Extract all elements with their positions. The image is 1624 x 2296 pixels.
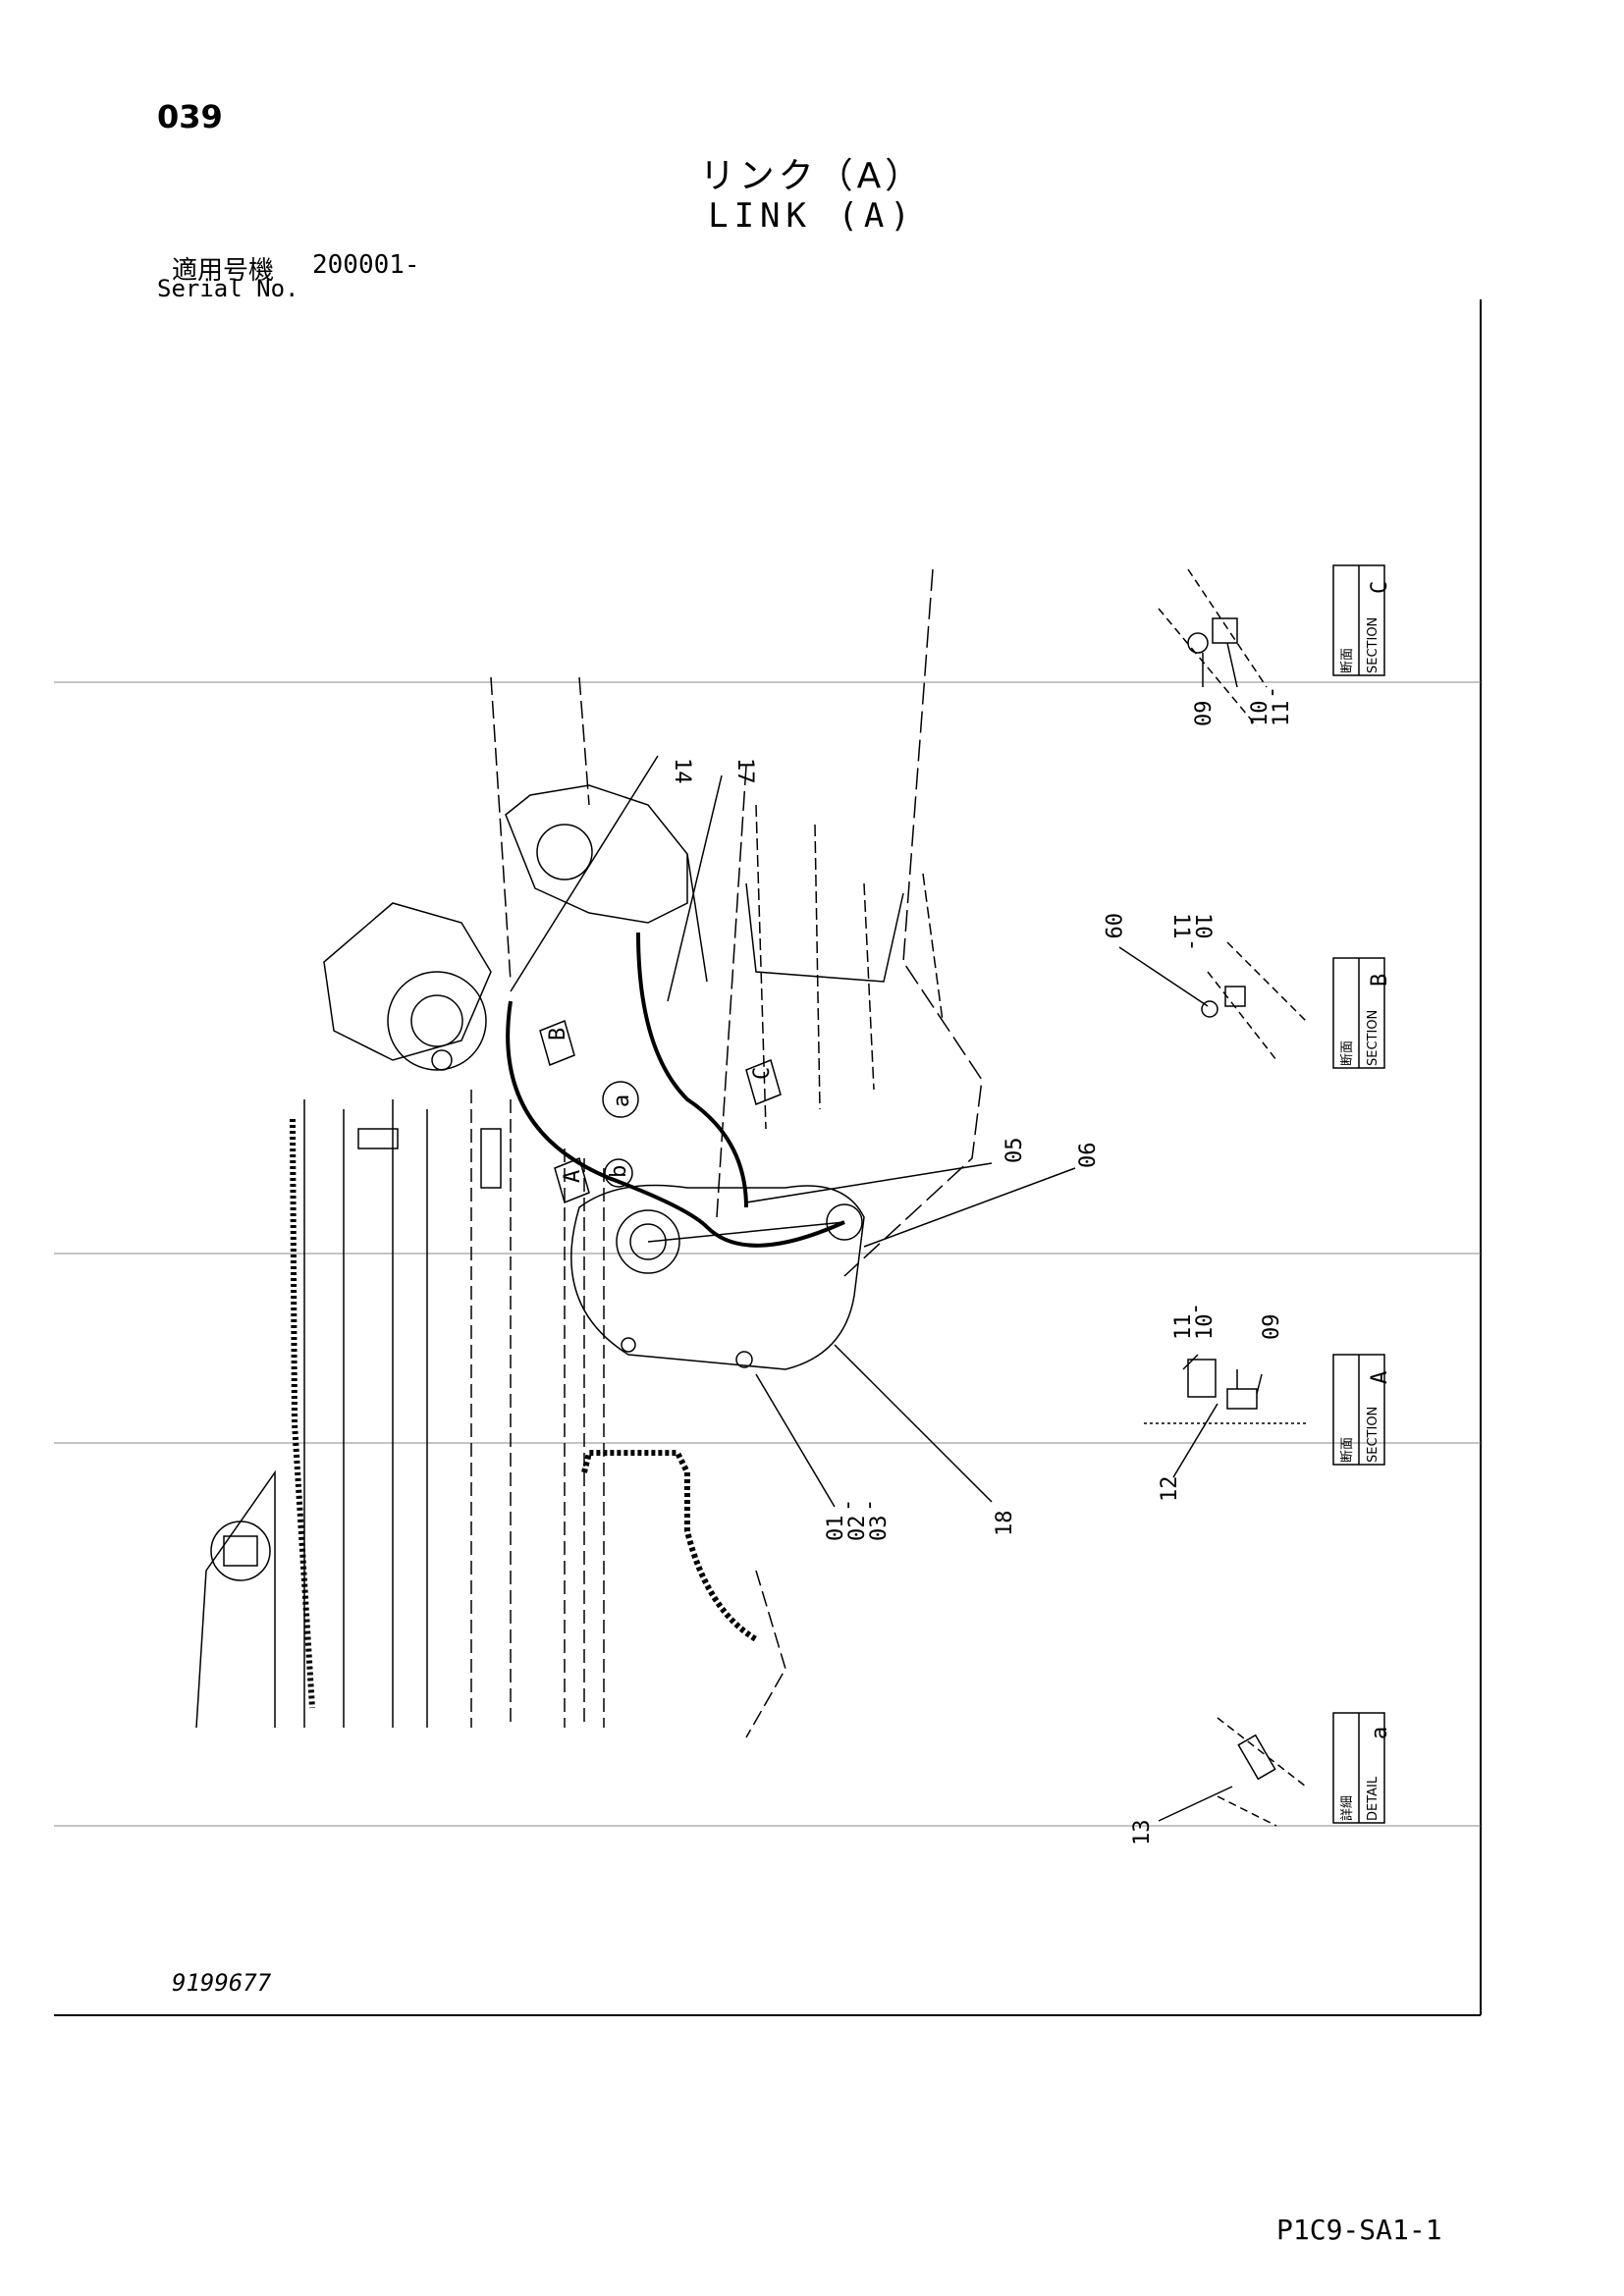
callout-05: 05 [1002,1138,1027,1164]
callout-dash-a: - [1183,1303,1208,1315]
marker-a: A [561,1170,585,1183]
section-b-jp: 断面 [1340,1041,1355,1066]
section-c-jp: 断面 [1340,648,1355,673]
callout-11-b: 11 [1168,913,1193,939]
callout-12: 12 [1158,1476,1182,1503]
drawing-frame [54,299,1482,2016]
callout-10-b: 10 [1190,913,1215,939]
section-c-box [1332,564,1385,676]
callout-11-a: 11 [1171,1314,1196,1341]
section-b-box [1332,957,1385,1069]
serial-value: 200001- [312,250,420,280]
section-a-en: SECTION [1366,1407,1380,1463]
callout-06: 06 [1076,1143,1101,1169]
detail-marker-b: b [607,1165,631,1178]
sheet-code: P1C9-SA1-1 [1276,2214,1442,2246]
serial-label-jp: 適用号機 [172,256,275,286]
detail-a-en: DETAIL [1366,1776,1380,1821]
callout-02: 02 [845,1516,870,1542]
callout-10-c: 10 [1248,701,1272,727]
detail-a-jp: 詳細 [1339,1795,1355,1821]
callout-11-c: 11 [1270,701,1294,727]
callout-10-a: 10 [1193,1314,1218,1341]
boom-assembly [195,568,983,1738]
section-b-en: SECTION [1366,1010,1380,1066]
section-c-letter: C [1368,581,1392,594]
section-a-jp: 断面 [1340,1437,1355,1463]
section-a-letter: A [1368,1371,1392,1384]
callout-09-b: 09 [1100,913,1124,939]
section-a-box [1332,1354,1385,1466]
leader-lines [510,568,1307,1827]
marker-b: B [546,1028,570,1041]
callout-03: 03 [867,1516,892,1542]
section-markers [539,1019,782,1204]
page-title-en: LINK (A) [708,196,916,236]
section-c-en: SECTION [1366,617,1380,673]
callout-dash-2: - [857,1499,882,1512]
callout-14: 14 [670,758,694,784]
callout-dash-b: - [1180,938,1205,951]
callout-18: 18 [993,1511,1017,1537]
view-titles: C SECTION 断面 B SECTION 断面 A SECTION 断面 a… [1339,581,1392,1821]
callout-09-a: 09 [1260,1314,1284,1341]
marker-c: C [750,1067,775,1080]
callout-13: 13 [1130,1820,1155,1846]
drawing-number: 9199677 [172,1969,272,1997]
callout-01: 01 [824,1516,848,1542]
serial-label-en: Serial No. [157,275,299,302]
callout-labels: 14 17 05 06 01 - 02 - 03 18 09 10 - 11 0… [546,686,1294,1845]
callout-09-c: 09 [1192,701,1217,727]
detail-marker-a: a [610,1095,634,1107]
detail-a-letter: a [1368,1727,1392,1739]
detail-a-box [1332,1712,1385,1824]
callout-dash-1: - [836,1499,860,1512]
callout-17: 17 [732,758,757,784]
page-number: 039 [157,98,223,135]
section-b-letter: B [1368,974,1392,987]
page-title-jp: リンク（A） [699,156,925,196]
callout-dash-c: - [1260,686,1284,699]
